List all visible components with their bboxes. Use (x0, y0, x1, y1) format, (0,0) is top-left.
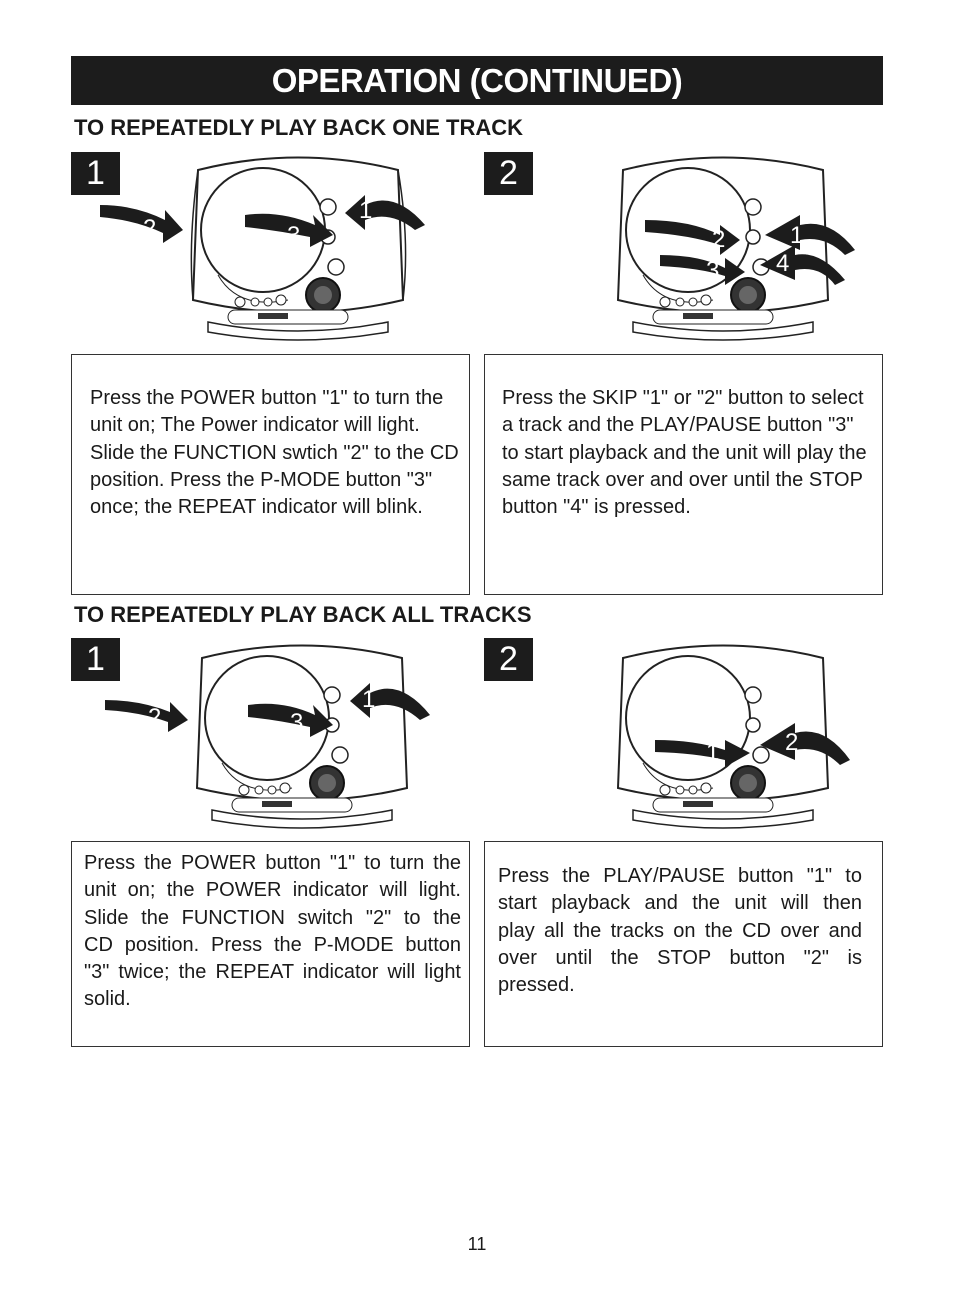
callout-number: 3 (706, 257, 719, 284)
instruction-text: Press the POWER button "1" to turn the u… (90, 387, 459, 519)
karaoke-player-illustration (190, 156, 407, 341)
step-badge: 1 (71, 152, 120, 195)
callout-number: 2 (148, 704, 161, 731)
callout-arrows: 2 3 1 (105, 683, 430, 737)
step-badge: 1 (71, 638, 120, 681)
callout-number: 1 (790, 222, 803, 249)
page-number: 11 (467, 1234, 487, 1254)
step-badge: 2 (484, 638, 533, 681)
section-heading-one-track: TO REPEATEDLY PLAY BACK ONE TRACK (74, 115, 524, 140)
step-badge: 2 (484, 152, 533, 195)
callout-number: 1 (362, 686, 375, 713)
callout-arrows: 2 3 1 (100, 195, 425, 249)
page-title: OPERATION (CONTINUED) (71, 56, 883, 105)
callout-arrows: 1 2 (655, 723, 850, 767)
callout-number: 1 (706, 739, 719, 766)
instruction-text: Press the PLAY/PAUSE button "1" to start… (498, 865, 862, 997)
callout-number: 2 (143, 215, 156, 242)
callout-number: 4 (776, 250, 789, 277)
instruction-box: Press the SKIP "1" or "2" button to sele… (484, 354, 883, 595)
callout-arrows: 2 3 1 4 (645, 215, 855, 285)
callout-number: 1 (359, 197, 372, 224)
callout-number: 3 (290, 709, 303, 736)
callout-number: 2 (712, 226, 725, 253)
instruction-box: Press the PLAY/PAUSE button "1" to start… (484, 841, 883, 1047)
section-heading-all-tracks: TO REPEATEDLY PLAY BACK ALL TRACKS (74, 602, 532, 627)
callout-number: 3 (287, 222, 300, 249)
callout-number: 2 (785, 729, 798, 756)
instruction-box: Press the POWER button "1" to turn the u… (71, 841, 470, 1047)
instruction-text: Press the SKIP "1" or "2" button to sele… (502, 387, 867, 519)
instruction-box: Press the POWER button "1" to turn the u… (71, 354, 470, 595)
instruction-text: Press the POWER button "1" to turn the u… (84, 852, 461, 1011)
